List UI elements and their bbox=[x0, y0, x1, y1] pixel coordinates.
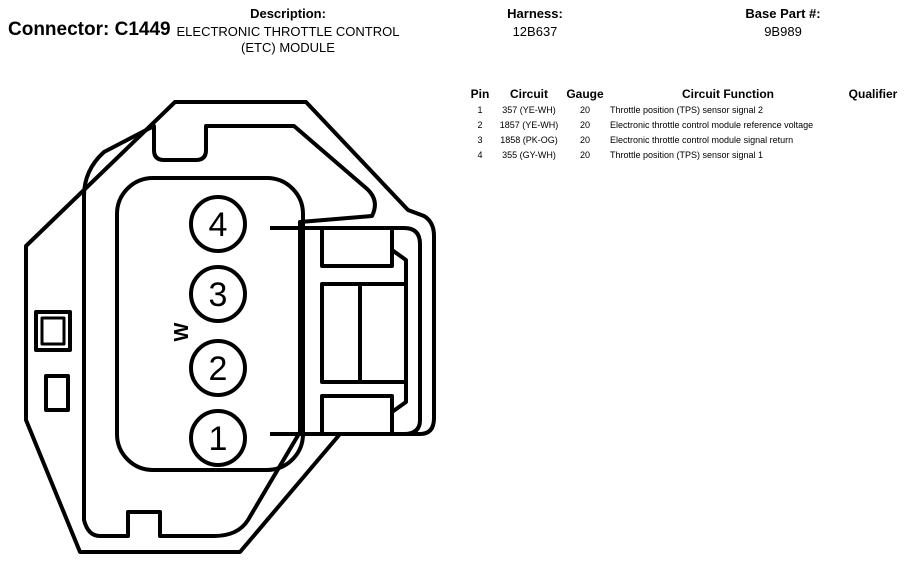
cavity-mark: W bbox=[171, 322, 193, 341]
pin-3-label: 3 bbox=[209, 276, 228, 314]
function-cell: Throttle position (TPS) sensor signal 1 bbox=[610, 149, 764, 160]
latch-upper-tab bbox=[320, 226, 394, 268]
column-header-gauge: Gauge bbox=[566, 87, 604, 101]
description-label: Description: bbox=[250, 6, 326, 21]
latch-body bbox=[270, 226, 422, 436]
gauge-cell: 20 bbox=[579, 134, 590, 145]
gauge-cell: 20 bbox=[579, 104, 590, 115]
pin-2-label: 2 bbox=[209, 350, 228, 388]
circuit-cell: 355 (GY-WH) bbox=[502, 149, 556, 160]
pin-cell: 2 bbox=[477, 119, 483, 130]
pin-3-contact bbox=[189, 265, 247, 323]
pin-table-header-row: Pin Circuit Gauge Circuit Function Quali… bbox=[464, 86, 898, 102]
pin-2-contact bbox=[189, 339, 247, 397]
table-row: 4 355 (GY-WH) 20 Throttle position (TPS)… bbox=[464, 147, 898, 162]
latch-spring bbox=[390, 248, 408, 414]
table-row: 2 1857 (YE-WH) 20 Electronic throttle co… bbox=[464, 117, 898, 132]
base-part-label: Base Part #: bbox=[745, 6, 821, 21]
harness-label: Harness: bbox=[507, 6, 563, 21]
pin-cell: 4 bbox=[477, 149, 483, 160]
function-cell: Electronic throttle control module signa… bbox=[610, 134, 794, 145]
pin-cell: 3 bbox=[477, 134, 483, 145]
latch-center-rib bbox=[320, 282, 362, 384]
function-cell: Throttle position (TPS) sensor signal 2 bbox=[610, 104, 764, 115]
key-window-outer bbox=[34, 310, 72, 352]
gauge-cell: 20 bbox=[579, 119, 590, 130]
column-header-function: Circuit Function bbox=[682, 87, 774, 101]
column-header-qualifier: Qualifier bbox=[848, 87, 898, 101]
key-slot bbox=[44, 374, 70, 412]
connector-title: Connector: C1449 bbox=[8, 19, 171, 40]
pin-cavity bbox=[115, 176, 305, 472]
key-window-inner bbox=[40, 316, 66, 346]
pin-table: Pin Circuit Gauge Circuit Function Quali… bbox=[464, 86, 898, 162]
circuit-cell: 1857 (YE-WH) bbox=[499, 119, 559, 130]
description-value: ELECTRONIC THROTTLE CONTROL (ETC) MODULE bbox=[163, 24, 413, 56]
circuit-cell: 1858 (PK-OG) bbox=[500, 134, 558, 145]
gauge-cell: 20 bbox=[579, 149, 590, 160]
function-cell: Electronic throttle control module refer… bbox=[610, 119, 814, 130]
table-row: 1 357 (YE-WH) 20 Throttle position (TPS)… bbox=[464, 102, 898, 117]
circuit-cell: 357 (YE-WH) bbox=[502, 104, 556, 115]
connector-inner-outline bbox=[82, 124, 377, 538]
connector-outer-housing bbox=[24, 100, 436, 554]
pin-cell: 1 bbox=[477, 104, 483, 115]
base-part-value: 9B989 bbox=[764, 24, 802, 39]
column-header-pin: Pin bbox=[470, 87, 490, 101]
table-row: 3 1858 (PK-OG) 20 Electronic throttle co… bbox=[464, 132, 898, 147]
pin-4-contact bbox=[189, 195, 247, 253]
pin-1-label: 1 bbox=[209, 420, 228, 458]
harness-value: 12B637 bbox=[512, 24, 558, 39]
latch-lower-tab bbox=[320, 394, 394, 436]
description-line-2: (ETC) MODULE bbox=[241, 40, 335, 55]
pin-1-contact bbox=[189, 409, 247, 467]
pin-4-label: 4 bbox=[209, 206, 228, 244]
column-header-circuit: Circuit bbox=[509, 87, 548, 101]
description-line-1: ELECTRONIC THROTTLE CONTROL bbox=[176, 24, 400, 39]
